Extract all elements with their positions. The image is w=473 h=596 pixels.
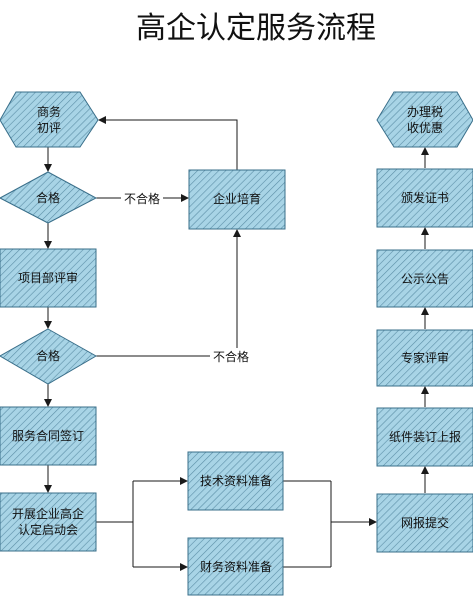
label-tech-docs: 技术资料准备 [200, 474, 272, 488]
node-tech-docs[interactable] [187, 451, 284, 511]
label-paper-binding: 纸件装订上报 [389, 429, 461, 444]
edge-label-fail-2: 不合格 [213, 349, 249, 364]
node-business-review[interactable] [0, 91, 99, 148]
label-business-review-2: 初评 [37, 121, 61, 135]
label-certificate-issue: 颁发证书 [401, 190, 449, 205]
node-service-contract[interactable] [0, 406, 97, 466]
edge-cultivation-to-review [98, 116, 238, 170]
node-project-review[interactable] [0, 248, 97, 308]
edge-label-bg [121, 190, 163, 206]
node-paper-binding[interactable] [376, 407, 473, 467]
node-public-notice[interactable] [376, 249, 473, 308]
edge-qualified2-to-cultivation [95, 229, 241, 357]
node-finance-docs[interactable] [187, 537, 284, 596]
label-kickoff-meeting-1: 开展企业高企 [12, 506, 84, 521]
label-service-contract: 服务合同签订 [12, 428, 84, 443]
node-qualified-2[interactable] [0, 328, 98, 385]
label-qualified-1: 合格 [36, 190, 60, 205]
label-expert-review: 专家评审 [401, 350, 449, 365]
edge-label-fail-1: 不合格 [124, 191, 160, 206]
label-business-review-1: 商务 [37, 104, 61, 119]
label-project-review: 项目部评审 [18, 270, 78, 285]
node-certificate-issue[interactable] [376, 168, 473, 228]
label-tax-benefit-2: 收优惠 [407, 121, 443, 135]
node-online-submit[interactable] [376, 493, 473, 553]
page-title: 高企认定服务流程 [136, 11, 376, 46]
edge-label-bg [210, 348, 252, 364]
node-enterprise-cultivation[interactable] [188, 169, 286, 230]
node-expert-review[interactable] [376, 329, 473, 387]
node-tax-benefit[interactable] [376, 91, 473, 148]
label-public-notice: 公示公告 [401, 272, 449, 286]
label-kickoff-meeting-2: 认定启动会 [18, 522, 78, 537]
node-labels: 商务 初评 合格 企业培育 项目部评审 合格 服务合同签订 开展企业高企 认定启… [12, 104, 461, 574]
nodes [0, 91, 473, 596]
label-online-submit: 网报提交 [401, 515, 449, 530]
label-qualified-2: 合格 [36, 348, 60, 363]
node-kickoff-meeting[interactable] [0, 492, 97, 552]
label-tax-benefit-1: 办理税 [407, 104, 443, 119]
node-qualified-1[interactable] [0, 171, 98, 224]
label-enterprise-cultivation: 企业培育 [213, 191, 261, 206]
label-finance-docs: 财务资料准备 [200, 559, 272, 574]
